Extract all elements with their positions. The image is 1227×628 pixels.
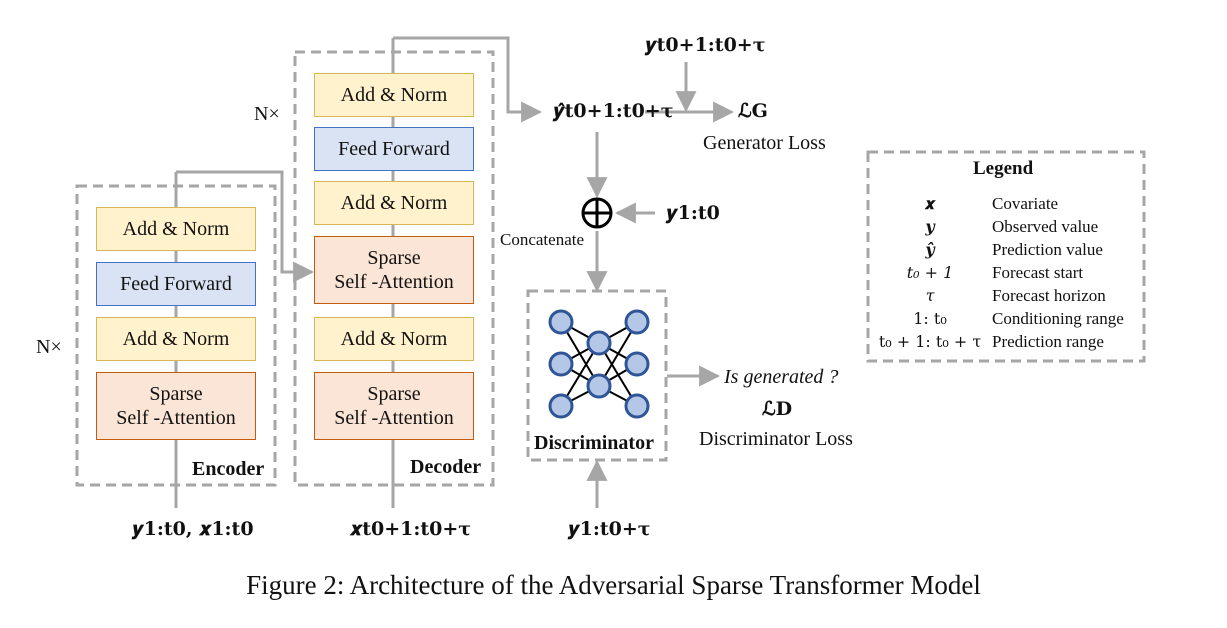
- legend-symbol: t₀ + 1: t₀ + τ: [878, 332, 982, 351]
- generator-loss-symbol: ℒG: [738, 100, 768, 122]
- decoder-add-norm-1: Add & Norm: [314, 317, 474, 361]
- discriminator-loss-symbol: ℒD: [762, 398, 793, 420]
- legend-text: Forecast start: [992, 263, 1084, 282]
- encoder-sparse-attention: Sparse Self -Attention: [96, 372, 256, 440]
- discriminator-input-label: 𝒚1:t0+τ: [568, 518, 651, 540]
- generator-loss-label: Generator Loss: [703, 132, 826, 154]
- decoder-title: Decoder: [410, 456, 482, 478]
- figure-caption: Figure 2: Architecture of the Adversaria…: [246, 570, 981, 600]
- legend-text: Covariate: [992, 194, 1059, 213]
- decoder-repeat-label: N×: [254, 103, 280, 125]
- decoder-cross-attention: Sparse Self -Attention: [314, 236, 474, 304]
- concat-oplus-icon: [581, 197, 613, 229]
- legend-text: Prediction range: [992, 332, 1104, 351]
- discriminator-question: Is generated ?: [724, 366, 839, 388]
- legend-symbol: 𝒙: [924, 194, 936, 213]
- legend-text: Observed value: [992, 217, 1099, 236]
- legend-text: Prediction value: [992, 240, 1103, 259]
- encoder-input-label: 𝒚1:t0, 𝒙1:t0: [132, 518, 254, 540]
- neural-network-icon: [548, 309, 650, 419]
- decoder-input-label: 𝒙t0+1:t0+τ: [350, 518, 472, 540]
- concat-label: Concatenate: [500, 230, 585, 249]
- decoder-sparse-attention: Sparse Self -Attention: [314, 372, 474, 440]
- encoder-title: Encoder: [192, 458, 265, 480]
- legend-symbol: 1: t₀: [913, 309, 947, 328]
- concat-side-input-label: 𝒚1:t0: [666, 202, 720, 224]
- legend-text: Conditioning range: [992, 309, 1124, 328]
- legend-symbol: 𝒚̂: [925, 240, 935, 259]
- legend-frame: [866, 150, 1146, 363]
- encoder-to-decoder-arrow: [176, 170, 315, 283]
- decoder-feed-forward: Feed Forward: [314, 127, 474, 171]
- prediction-label: 𝒚̂t0+1:t0+τ: [553, 100, 674, 122]
- legend-title: Legend: [973, 158, 1034, 179]
- decoder-output-arrow: [393, 36, 543, 123]
- encoder-add-norm-1: Add & Norm: [96, 317, 256, 361]
- target-label: 𝒚t0+1:t0+τ: [645, 34, 766, 56]
- legend-symbol: 𝒚: [925, 217, 935, 236]
- legend-text: Forecast horizon: [992, 286, 1106, 305]
- encoder-feed-forward: Feed Forward: [96, 262, 256, 306]
- legend-symbol: τ: [925, 286, 935, 305]
- decoder-add-norm-2: Add & Norm: [314, 181, 474, 225]
- discriminator-loss-label: Discriminator Loss: [699, 428, 853, 450]
- encoder-add-norm-2: Add & Norm: [96, 207, 256, 251]
- discriminator-title: Discriminator: [534, 432, 654, 454]
- legend-symbol: t₀ + 1: [906, 263, 954, 282]
- decoder-add-norm-3: Add & Norm: [314, 73, 474, 117]
- encoder-repeat-label: N×: [36, 336, 62, 358]
